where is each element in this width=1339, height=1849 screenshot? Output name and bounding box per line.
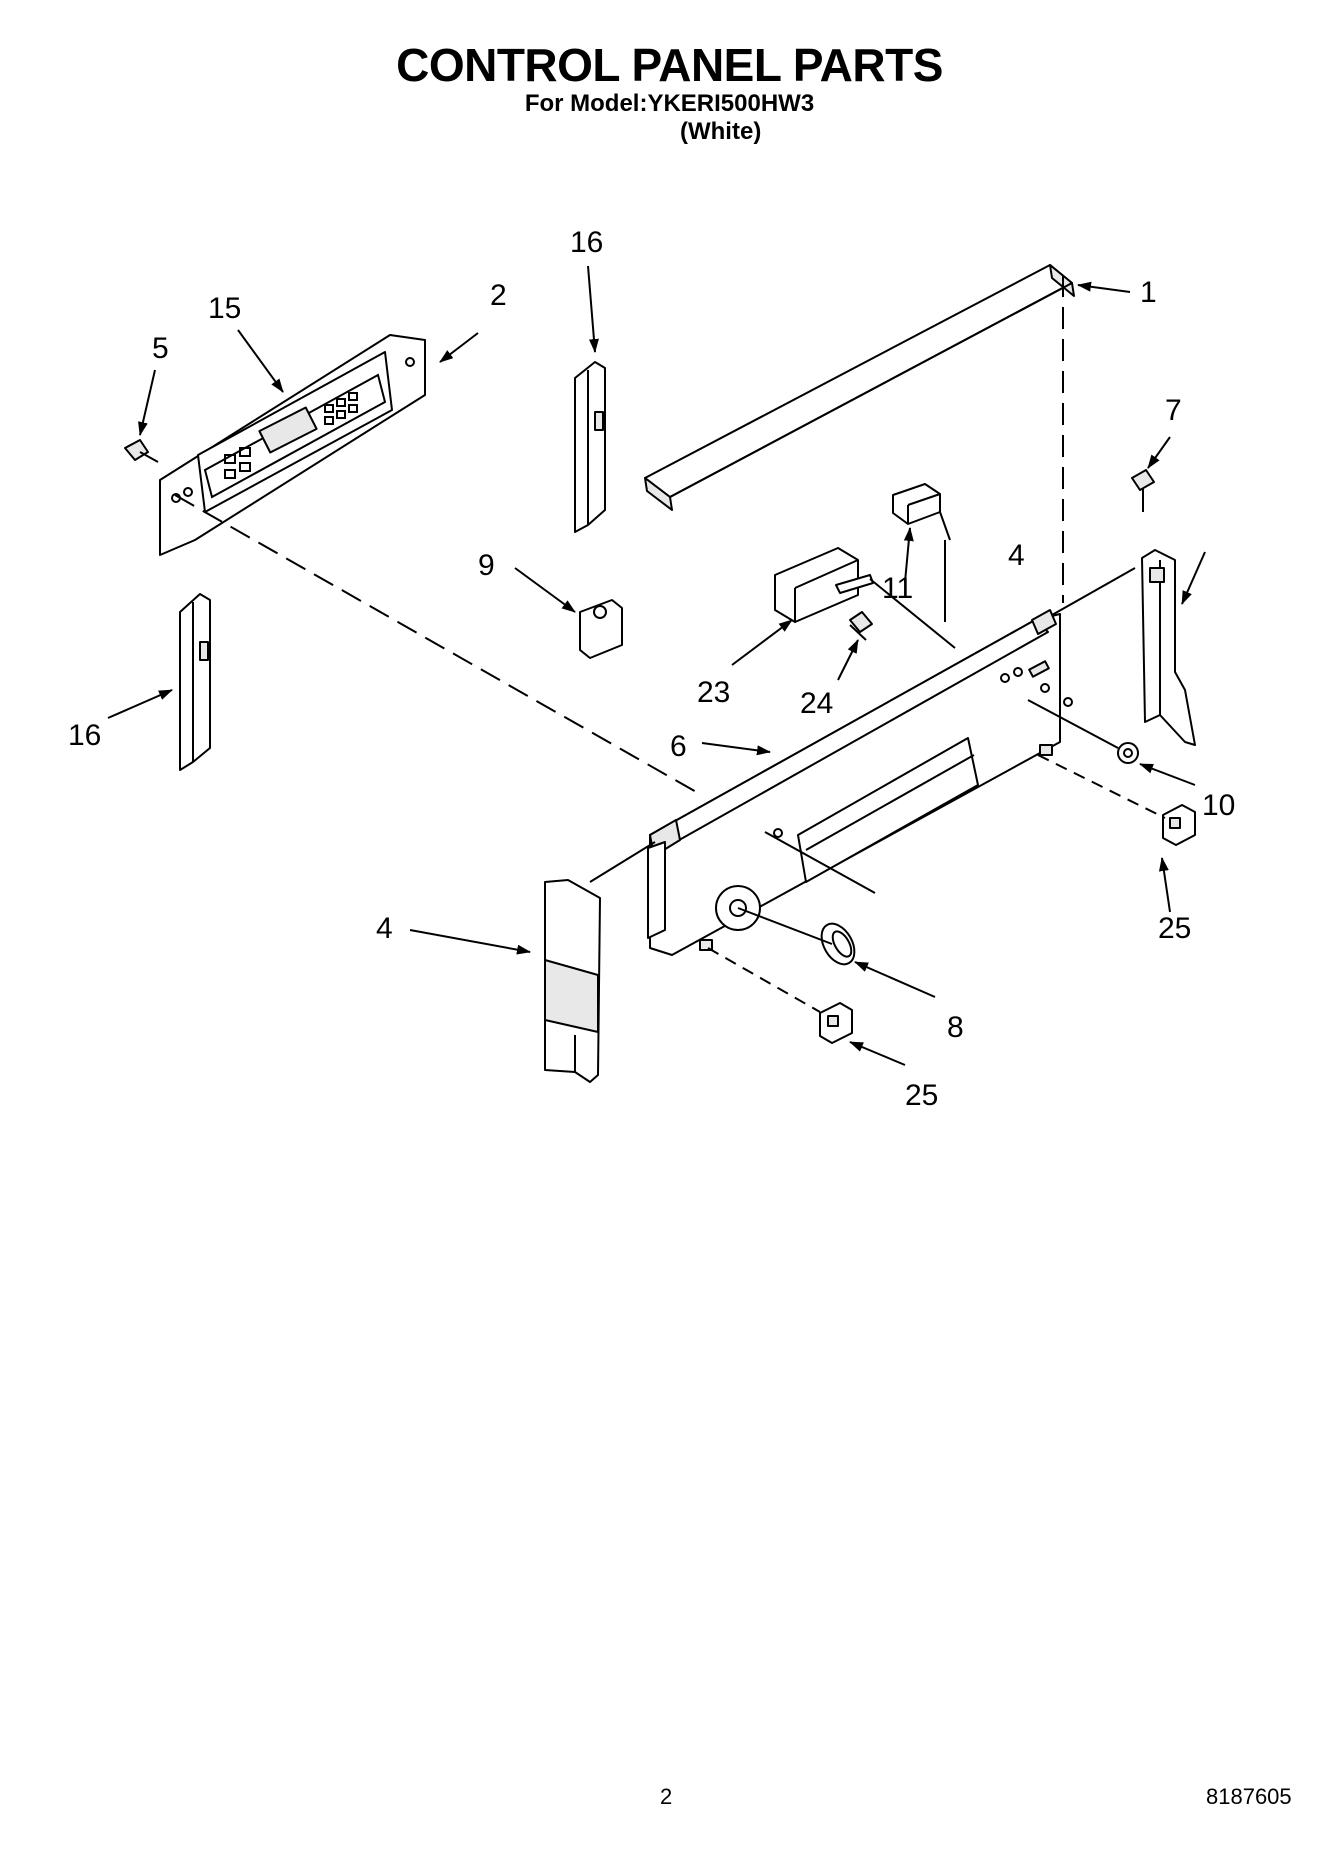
callout-15: 15 xyxy=(208,292,241,325)
callout-1: 1 xyxy=(1140,276,1157,309)
color-subtitle: (White) xyxy=(680,118,762,145)
callout-2: 2 xyxy=(490,279,507,312)
callout-11: 11 xyxy=(882,572,913,605)
callout-16-lower: 16 xyxy=(68,719,101,752)
model-subtitle: For Model:YKERI500HW3 xyxy=(524,90,815,117)
callout-10: 10 xyxy=(1202,789,1235,822)
callout-9: 9 xyxy=(478,549,495,582)
part-switch-9 xyxy=(579,599,623,659)
part-plug-10 xyxy=(1117,742,1139,764)
callout-25-left: 25 xyxy=(905,1079,938,1112)
callout-6: 6 xyxy=(670,730,687,763)
part-terminal-block-left xyxy=(819,1002,853,1044)
part-side-trim-lower xyxy=(179,593,211,771)
callout-24: 24 xyxy=(800,687,833,720)
page-title: CONTROL PANEL PARTS xyxy=(396,39,943,91)
part-electronic-control-board xyxy=(197,351,393,513)
part-side-trim-upper xyxy=(574,361,606,533)
part-screw-24 xyxy=(849,611,873,641)
callout-labels: 1 2 4 4 5 6 7 8 9 10 11 15 16 16 23 24 2… xyxy=(68,226,1235,1112)
callout-4-left: 4 xyxy=(376,912,393,945)
callout-7: 7 xyxy=(1165,394,1182,427)
part-top-trim xyxy=(644,264,1075,511)
part-infinite-switch-23 xyxy=(774,547,956,649)
callout-5: 5 xyxy=(152,332,169,365)
callout-23: 23 xyxy=(697,676,730,709)
callout-16-upper: 16 xyxy=(570,226,603,259)
callout-arrows xyxy=(107,265,1206,1066)
part-relay-11 xyxy=(892,483,951,622)
page-number: 2 xyxy=(660,1784,673,1809)
part-screw-7 xyxy=(1131,469,1155,512)
callout-25-right: 25 xyxy=(1158,912,1191,945)
part-screw-5 xyxy=(124,439,159,463)
callout-8: 8 xyxy=(947,1011,964,1044)
part-control-panel xyxy=(647,609,1073,956)
part-end-cap-left xyxy=(544,879,601,1083)
part-knob-8 xyxy=(820,922,856,966)
assembly-lines xyxy=(174,275,1166,1013)
document-number: 8187605 xyxy=(1206,1784,1292,1809)
part-terminal-block-right xyxy=(1162,804,1196,846)
part-end-cap-right xyxy=(1141,549,1196,746)
callout-4-right: 4 xyxy=(1008,539,1025,572)
